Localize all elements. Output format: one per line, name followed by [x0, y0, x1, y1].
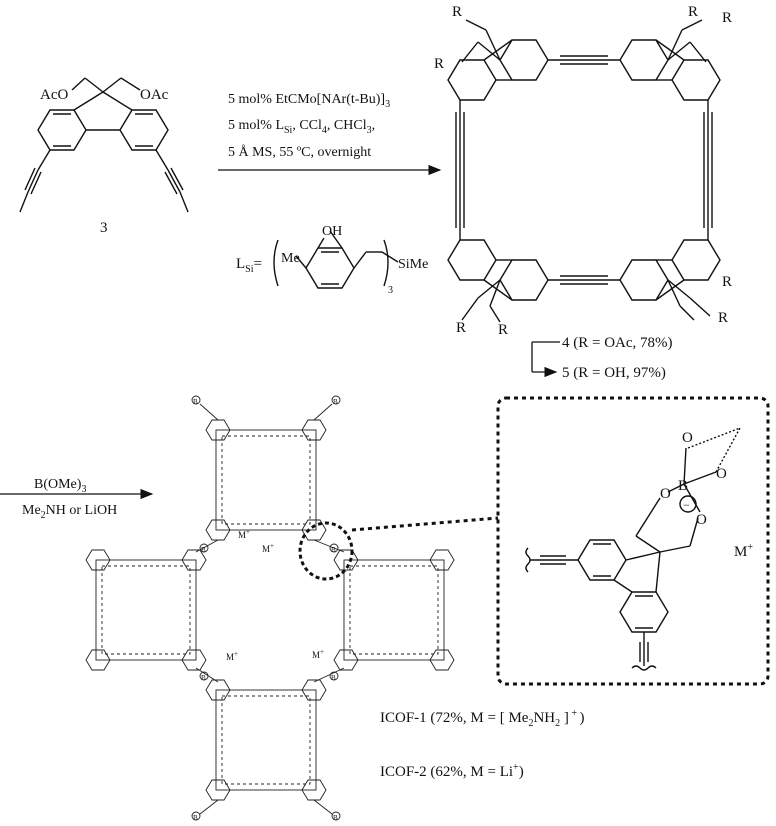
macro-r-1: R [452, 4, 462, 20]
network-m-label-1: M+ [238, 528, 250, 540]
ligand-oh: OH [322, 224, 342, 239]
icof-2-label: ICOF-2 (62%, M = Li+) [380, 762, 524, 780]
macro-r-4: R [722, 10, 732, 26]
network-m-label-3: M+ [226, 650, 238, 662]
network-b-low-right: B [331, 674, 336, 682]
product-4-label: 4 (R = OAc, 78%) [562, 335, 673, 351]
network-m-label-2: M+ [262, 542, 274, 554]
compound-3-acetoxy-left: AcO [40, 87, 68, 103]
network-b-mid-left: B [201, 546, 206, 554]
icof-1-label: ICOF-1 (72%, M = [ Me2NH2 ] + ) [380, 708, 585, 729]
macro-r-3: R [688, 4, 698, 20]
macro-r-2: R [434, 56, 444, 72]
product-5-label: 5 (R = OH, 97%) [562, 365, 666, 381]
inset-o-right: O [716, 466, 727, 482]
ligand-methyl: Me [281, 251, 300, 266]
reaction2-reagent: B(OMe)3 [34, 477, 86, 495]
network-b-mid-right: B [331, 546, 336, 554]
ligand-simme: SiMe [398, 257, 428, 272]
macro-r-7: R [722, 274, 732, 290]
ligand-structure [273, 230, 399, 289]
icof-network [85, 395, 455, 821]
inset-o-left: O [660, 486, 671, 502]
inset-cation: M+ [734, 542, 753, 560]
reaction2-base: Me2NH or LiOH [22, 503, 117, 521]
inset-o-bottom: O [696, 512, 707, 528]
macro-r-8: R [718, 310, 728, 326]
network-b-top-right: B [333, 398, 338, 406]
compound-3-number: 3 [100, 220, 108, 236]
macro-r-6: R [498, 322, 508, 338]
inset-structure [525, 427, 741, 671]
ligand-label: LSi= [236, 256, 262, 275]
reaction1-conditions: 5 Å MS, 55 ºC, overnight [228, 144, 371, 160]
inset-boron: B [678, 478, 688, 494]
network-b-bottom-left: B [193, 814, 198, 822]
network-m-label-4: M+ [312, 648, 324, 660]
compound-3-structure [19, 77, 189, 213]
ligand-multiplier: 3 [388, 285, 393, 296]
highlight-connector [351, 516, 499, 532]
network-b-low-left: B [201, 674, 206, 682]
inset-o-top: O [682, 430, 693, 446]
inset-minus: − [683, 498, 690, 512]
inset-frame [496, 396, 770, 686]
compound-3-acetoxy-right: OAc [140, 87, 169, 103]
network-b-bottom-right: B [333, 814, 338, 822]
macro-r-5: R [456, 320, 466, 336]
reaction1-catalyst: 5 mol% EtCMo[NAr(t-Bu)]3 [228, 92, 390, 110]
network-b-top-left: B [193, 398, 198, 406]
macrocycle-structure [447, 19, 721, 323]
reaction1-reagents: 5 mol% LSi, CCl4, CHCl3, [228, 118, 375, 136]
highlight-ellipse [298, 521, 354, 581]
